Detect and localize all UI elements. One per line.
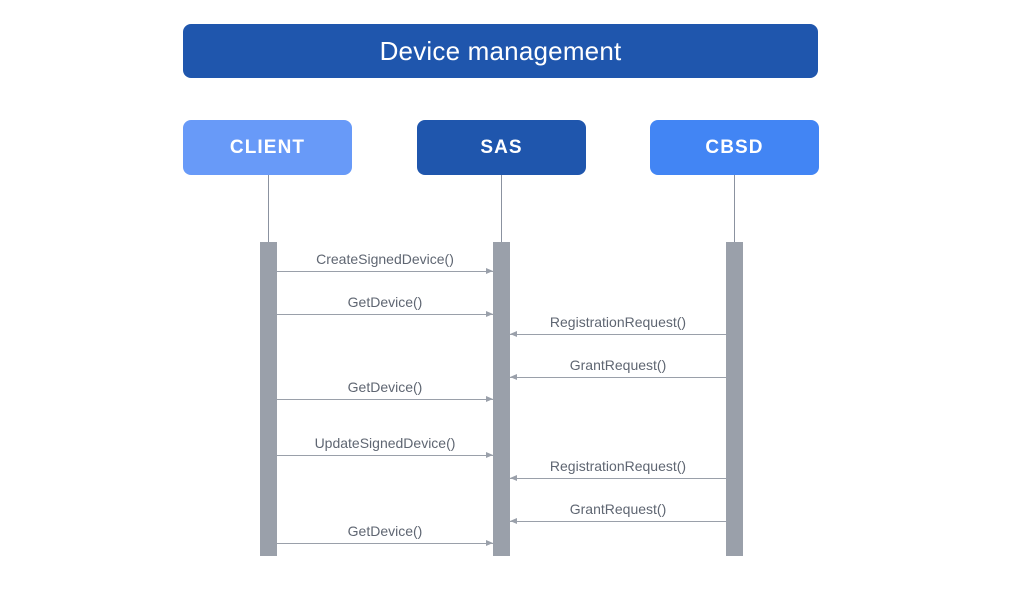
message-label: RegistrationRequest() <box>549 314 687 330</box>
message-label: GetDevice() <box>347 294 423 310</box>
message-line <box>277 543 493 544</box>
participant-label-cbsd: CBSD <box>705 137 764 158</box>
message-line <box>510 521 726 522</box>
message-line <box>510 334 726 335</box>
activation-bar-sas <box>493 242 510 556</box>
message-label: GrantRequest() <box>569 501 667 517</box>
message-line <box>510 377 726 378</box>
participant-label-client: CLIENT <box>229 137 306 158</box>
arrowhead-icon <box>486 451 493 458</box>
activation-bar-cbsd <box>726 242 743 556</box>
message-line <box>277 271 493 272</box>
message-label: UpdateSignedDevice() <box>314 435 456 451</box>
message-line <box>277 399 493 400</box>
message-label: CreateSignedDevice() <box>316 251 454 267</box>
lifeline-sas <box>501 175 502 242</box>
message-line <box>277 314 493 315</box>
message-label: GetDevice() <box>347 523 423 539</box>
arrowhead-icon <box>486 267 493 274</box>
participant-header-sas[interactable]: SAS <box>417 120 586 175</box>
participant-header-client[interactable]: CLIENT <box>183 120 352 175</box>
arrowhead-icon <box>510 373 517 380</box>
message-line <box>277 455 493 456</box>
arrowhead-icon <box>510 474 517 481</box>
message-line <box>510 478 726 479</box>
activation-bar-client <box>260 242 277 556</box>
arrowhead-icon <box>510 517 517 524</box>
arrowhead-icon <box>486 395 493 402</box>
participant-header-cbsd[interactable]: CBSD <box>650 120 819 175</box>
participant-label-sas: SAS <box>480 137 523 158</box>
arrowhead-icon <box>486 539 493 546</box>
lifeline-cbsd <box>734 175 735 242</box>
arrowhead-icon <box>486 310 493 317</box>
message-label: GrantRequest() <box>569 357 667 373</box>
message-label: GetDevice() <box>347 379 423 395</box>
page-title: Device management <box>379 36 622 66</box>
message-label: RegistrationRequest() <box>549 458 687 474</box>
arrowhead-icon <box>510 330 517 337</box>
lifeline-client <box>268 175 269 242</box>
diagram-title-banner: Device management <box>183 24 818 78</box>
